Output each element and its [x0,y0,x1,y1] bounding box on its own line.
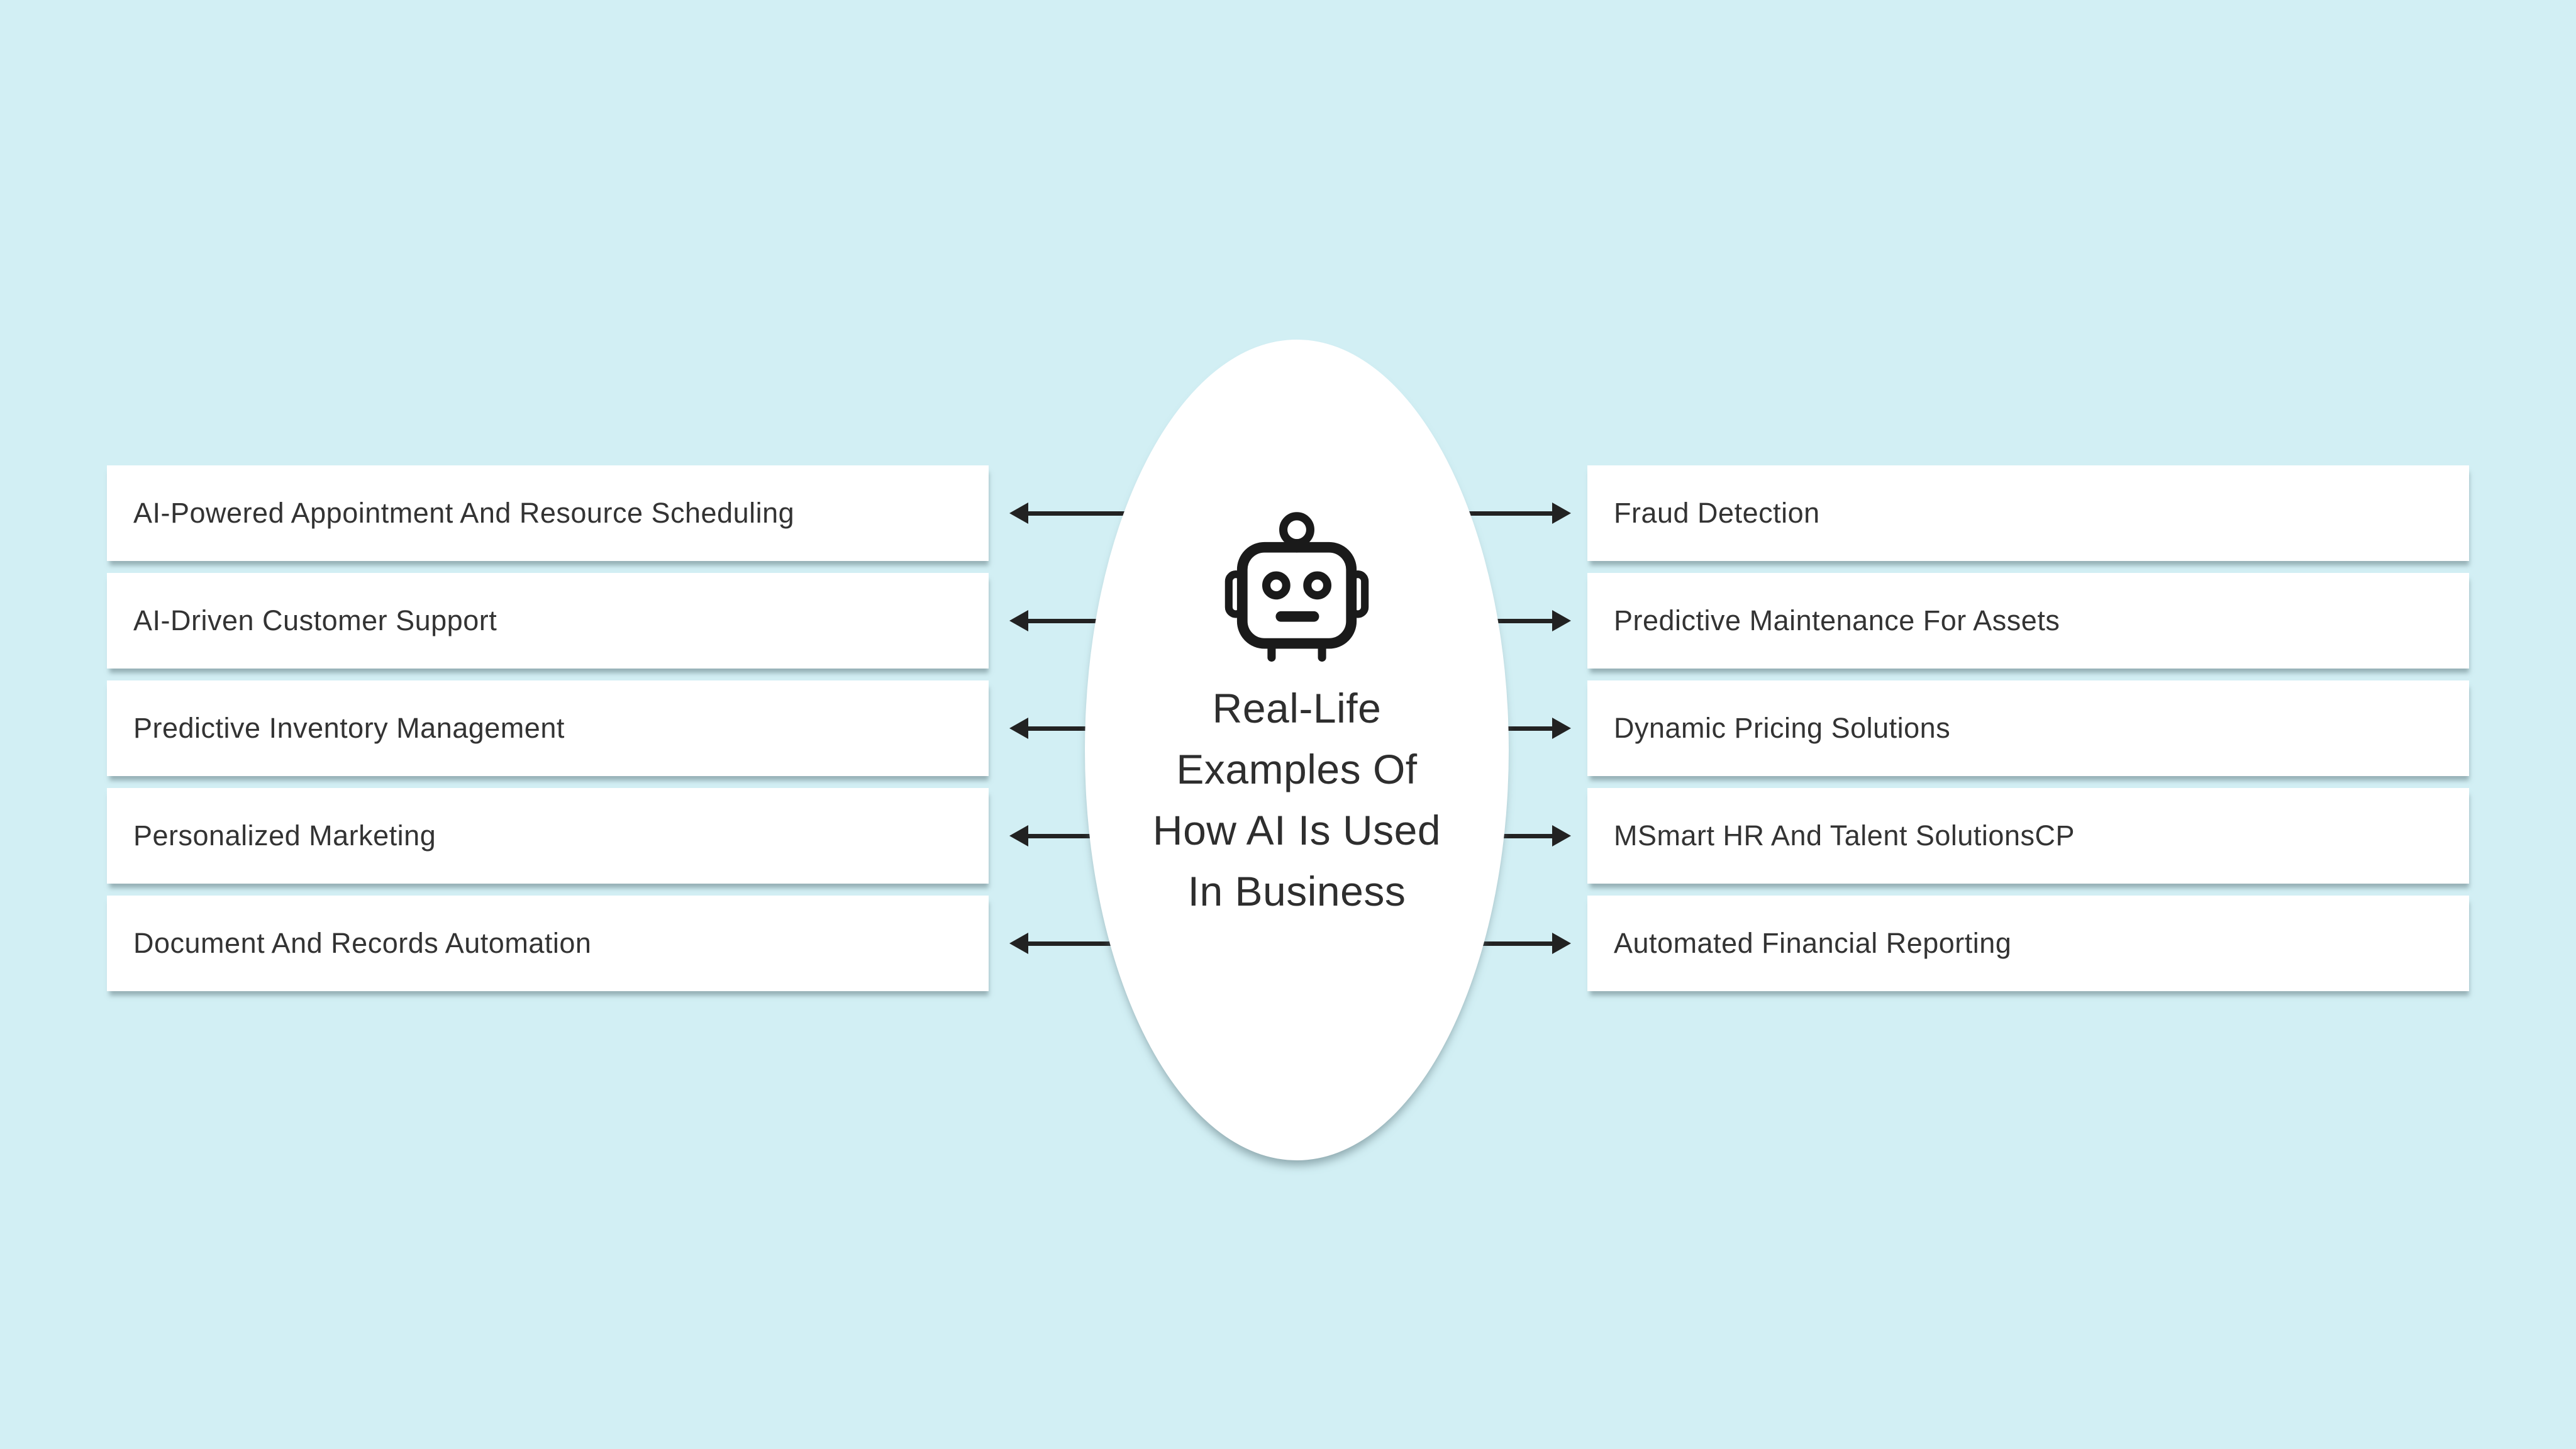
robot-icon [1224,512,1369,662]
left-item-label: Predictive Inventory Management [133,712,565,744]
left-item-label: Document And Records Automation [133,927,592,959]
center-title-line: Real-Life [1212,685,1382,731]
right-item-card: MSmart HR And Talent SolutionsCP [1587,788,2469,884]
arrow-left-icon [1009,933,1189,954]
center-title-line: How AI Is Used [1152,807,1441,853]
right-item-label: Predictive Maintenance For Assets [1614,604,2060,636]
right-item-label: MSmart HR And Talent SolutionsCP [1614,819,2075,852]
left-item-card: AI-Driven Customer Support [107,573,989,669]
left-item-card: Document And Records Automation [107,896,989,991]
right-item-label: Dynamic Pricing Solutions [1614,712,1951,744]
center-title: Real-Life Examples Of How AI Is Used In … [1014,678,1580,922]
center-title-line: In Business [1187,868,1406,914]
left-item-card: Predictive Inventory Management [107,680,989,776]
right-item-label: Automated Financial Reporting [1614,927,2012,959]
right-item-card: Automated Financial Reporting [1587,896,2469,991]
left-item-label: AI-Powered Appointment And Resource Sche… [133,497,795,529]
right-item-card: Fraud Detection [1587,465,2469,561]
right-item-card: Dynamic Pricing Solutions [1587,680,2469,776]
arrow-right-icon [1406,502,1571,524]
left-item-label: AI-Driven Customer Support [133,604,497,636]
right-item-card: Predictive Maintenance For Assets [1587,573,2469,669]
center-ellipse [1085,340,1509,1160]
right-item-label: Fraud Detection [1614,497,1820,529]
center-title-line: Examples Of [1176,746,1418,792]
left-item-card: AI-Powered Appointment And Resource Sche… [107,465,989,561]
left-item-label: Personalized Marketing [133,819,436,852]
left-item-card: Personalized Marketing [107,788,989,884]
arrow-left-icon [1009,502,1189,524]
